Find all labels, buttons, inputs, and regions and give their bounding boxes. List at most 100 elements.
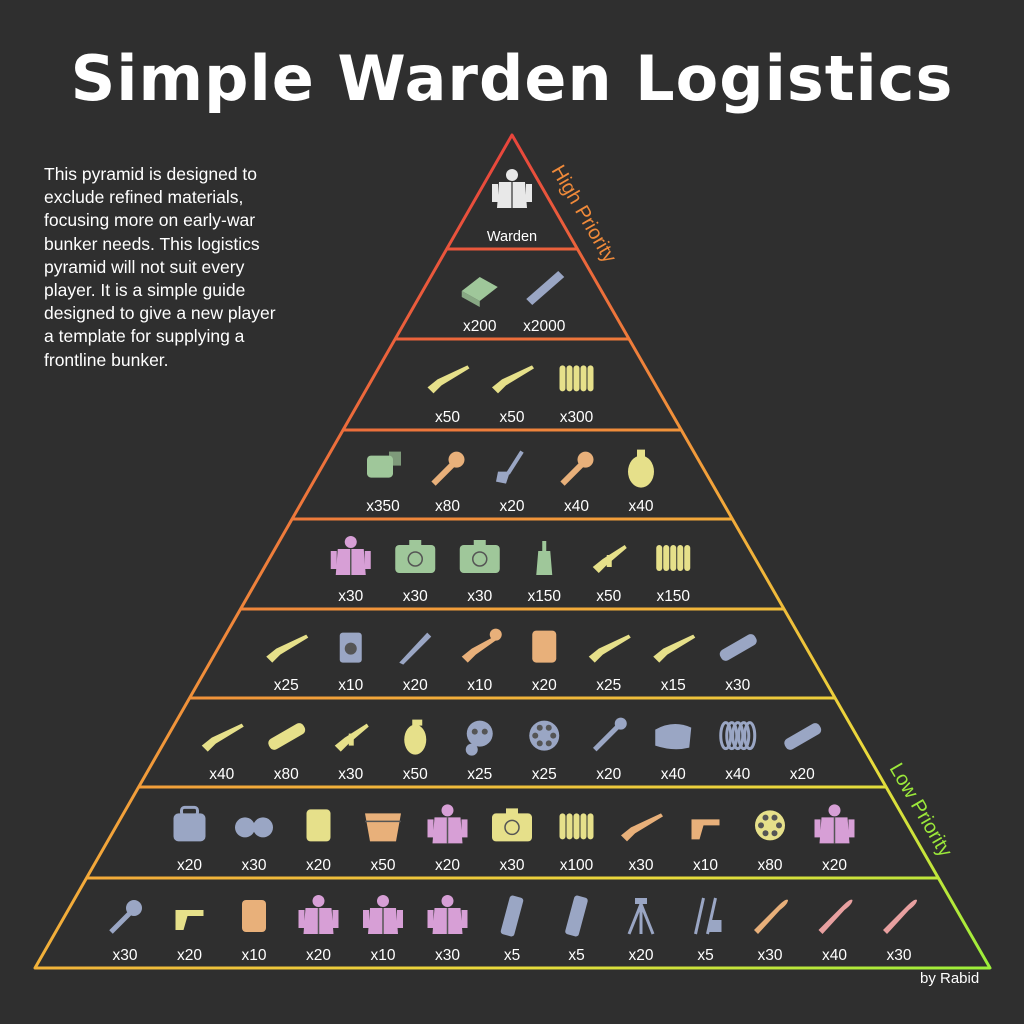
item-quantity: x30 bbox=[338, 766, 363, 783]
tier-item: x25 bbox=[588, 634, 631, 694]
warden-uniform-icon bbox=[492, 169, 532, 208]
shell-icon bbox=[818, 899, 853, 934]
item-quantity: x30 bbox=[242, 857, 267, 874]
metal-beam-icon bbox=[784, 723, 822, 750]
item-quantity: x50 bbox=[435, 409, 460, 426]
item-quantity: x20 bbox=[629, 947, 654, 964]
item-quantity: x30 bbox=[887, 947, 912, 964]
tier-item: x20 bbox=[298, 895, 339, 964]
canister-icon bbox=[306, 809, 331, 842]
rpg-shell-icon bbox=[532, 630, 557, 663]
item-quantity: x350 bbox=[366, 498, 400, 515]
tier-item: x30 bbox=[754, 899, 788, 964]
ambusher-uniform-icon bbox=[427, 895, 468, 934]
wrench-icon bbox=[592, 717, 627, 752]
tier-item: x20 bbox=[784, 723, 822, 783]
tier-item: x20 bbox=[306, 809, 331, 874]
item-quantity: x25 bbox=[467, 766, 492, 783]
item-quantity: x20 bbox=[790, 766, 815, 783]
tier-item: x30 bbox=[395, 540, 436, 605]
tier-item: x20 bbox=[496, 450, 525, 515]
item-quantity: x40 bbox=[661, 766, 686, 783]
first-aid-kit-icon bbox=[395, 540, 436, 573]
mortar-shell-icon bbox=[268, 723, 306, 750]
item-quantity: x20 bbox=[596, 766, 621, 783]
item-quantity: x40 bbox=[209, 766, 234, 783]
tier-item: x30 bbox=[427, 895, 468, 964]
mg-ammo-icon bbox=[559, 813, 594, 840]
tier-item: x20 bbox=[532, 630, 557, 694]
item-quantity: x50 bbox=[371, 857, 396, 874]
item-quantity: x40 bbox=[822, 947, 847, 964]
item-quantity: x40 bbox=[629, 498, 654, 515]
tier-item: x30 bbox=[492, 808, 532, 874]
tier-item: x30 bbox=[883, 899, 917, 964]
tier-item: x5 bbox=[694, 897, 722, 964]
tier-item: x10 bbox=[461, 628, 502, 694]
item-quantity: x20 bbox=[435, 857, 460, 874]
mace-icon bbox=[109, 900, 142, 934]
tier-item: x20 bbox=[175, 910, 204, 964]
item-quantity: x20 bbox=[177, 947, 202, 964]
tier-item: x30 bbox=[330, 536, 371, 605]
tier-item: x40 bbox=[818, 899, 853, 964]
tier-item: x30 bbox=[719, 634, 757, 694]
item-quantity: x40 bbox=[564, 498, 589, 515]
tier-item: x40 bbox=[628, 449, 654, 515]
bandage-icon bbox=[367, 451, 401, 478]
description-line: a template for supplying a bbox=[44, 326, 245, 347]
shovel-icon bbox=[496, 450, 524, 484]
tier-item: x150 bbox=[656, 545, 690, 605]
tier-item: x20 bbox=[627, 898, 655, 964]
sniper-rifle-icon bbox=[266, 634, 309, 663]
revolver-icon bbox=[691, 819, 720, 840]
rifle-icon bbox=[427, 365, 470, 394]
item-quantity: x80 bbox=[274, 766, 299, 783]
item-quantity: x30 bbox=[113, 947, 138, 964]
soldier-uniform-icon bbox=[427, 804, 468, 844]
tier-item: x300 bbox=[559, 365, 594, 426]
item-quantity: x200 bbox=[463, 318, 497, 335]
blood-plasma-icon bbox=[536, 541, 553, 575]
smg-ammo-icon bbox=[656, 545, 691, 571]
item-quantity: x40 bbox=[725, 766, 750, 783]
tier-item: x20 bbox=[592, 717, 627, 783]
tier-item: x20 bbox=[427, 804, 468, 874]
tier-item: x10 bbox=[242, 900, 267, 964]
pistol-icon bbox=[175, 910, 204, 930]
sandbag-icon bbox=[655, 724, 692, 750]
tier-item: x150 bbox=[527, 541, 561, 605]
tier-item: x50 bbox=[492, 365, 534, 426]
salvage-rails-icon bbox=[526, 271, 565, 305]
trauma-kit-icon bbox=[459, 540, 500, 573]
item-quantity: x5 bbox=[504, 947, 520, 964]
credit: by Rabid bbox=[920, 970, 980, 987]
item-quantity: x50 bbox=[596, 588, 621, 605]
gas-mask-icon bbox=[465, 720, 493, 756]
scout-uniform-icon bbox=[363, 895, 403, 934]
description-line: player. It is a simple guide bbox=[44, 280, 246, 301]
item-quantity: x10 bbox=[371, 947, 396, 964]
rifle-icon bbox=[492, 365, 534, 394]
revolver-ammo-icon bbox=[755, 810, 785, 841]
tier-item: x15 bbox=[653, 634, 696, 694]
engineer-uniform-icon bbox=[298, 895, 339, 934]
item-quantity: x20 bbox=[177, 857, 202, 874]
tier-item: x100 bbox=[559, 813, 594, 874]
item-quantity: x50 bbox=[500, 409, 525, 426]
item-quantity: x20 bbox=[822, 857, 847, 874]
tier-item: x50 bbox=[592, 545, 627, 605]
tier-item: x10 bbox=[338, 632, 364, 694]
tier-item: x5 bbox=[500, 895, 524, 964]
tier-item: x30 bbox=[235, 817, 273, 874]
item-quantity: x30 bbox=[435, 947, 460, 964]
basic-materials-icon bbox=[461, 277, 498, 307]
item-quantity: x30 bbox=[725, 677, 750, 694]
tier-item: Warden bbox=[487, 169, 537, 245]
shotgun-icon bbox=[201, 723, 244, 752]
rifle-icon bbox=[653, 634, 696, 663]
tier-item: x25 bbox=[529, 720, 560, 783]
bangalore-icon bbox=[500, 895, 524, 937]
item-quantity: x30 bbox=[758, 947, 783, 964]
